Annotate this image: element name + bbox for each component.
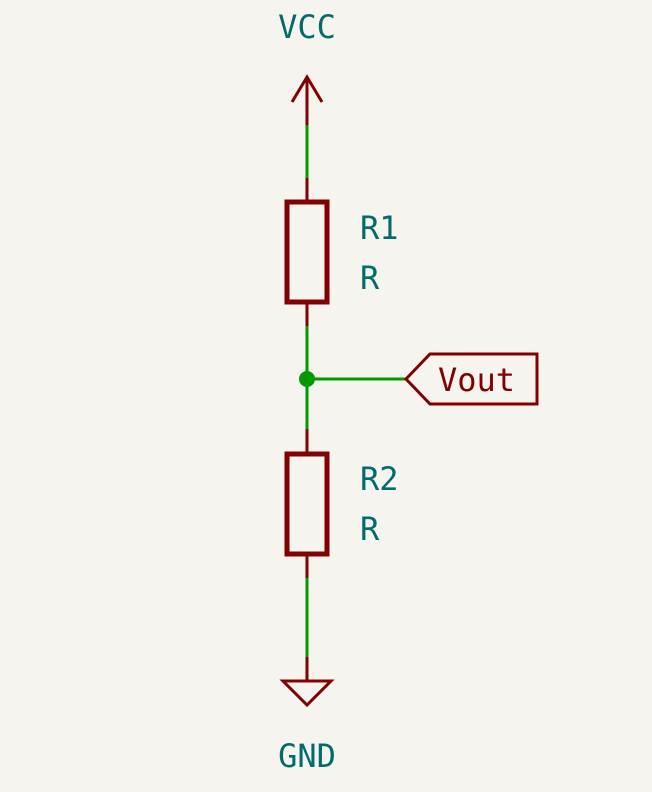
r2-reference: R2 [360,460,399,498]
resistor-r2[interactable]: R2 R [284,429,399,578]
resistor-r1[interactable]: R1 R [284,178,399,326]
gnd-label: GND [278,737,336,775]
hierarchical-label-icon [403,352,539,406]
gnd-power-symbol[interactable]: GND [278,657,336,775]
ground-triangle-icon [279,657,335,708]
resistor-icon [284,451,330,557]
vout-label-text: Vout [438,361,515,399]
r1-reference: R1 [360,209,399,247]
wires [305,125,406,657]
resistor-icon [284,199,330,305]
vcc-power-symbol[interactable]: VCC [278,8,336,125]
vcc-label: VCC [278,8,336,46]
r2-value: R [360,510,380,548]
r1-value: R [360,259,380,297]
junction-dot [299,371,315,387]
power-arrow-icon [290,74,324,125]
vout-net-label[interactable]: Vout [403,352,539,406]
